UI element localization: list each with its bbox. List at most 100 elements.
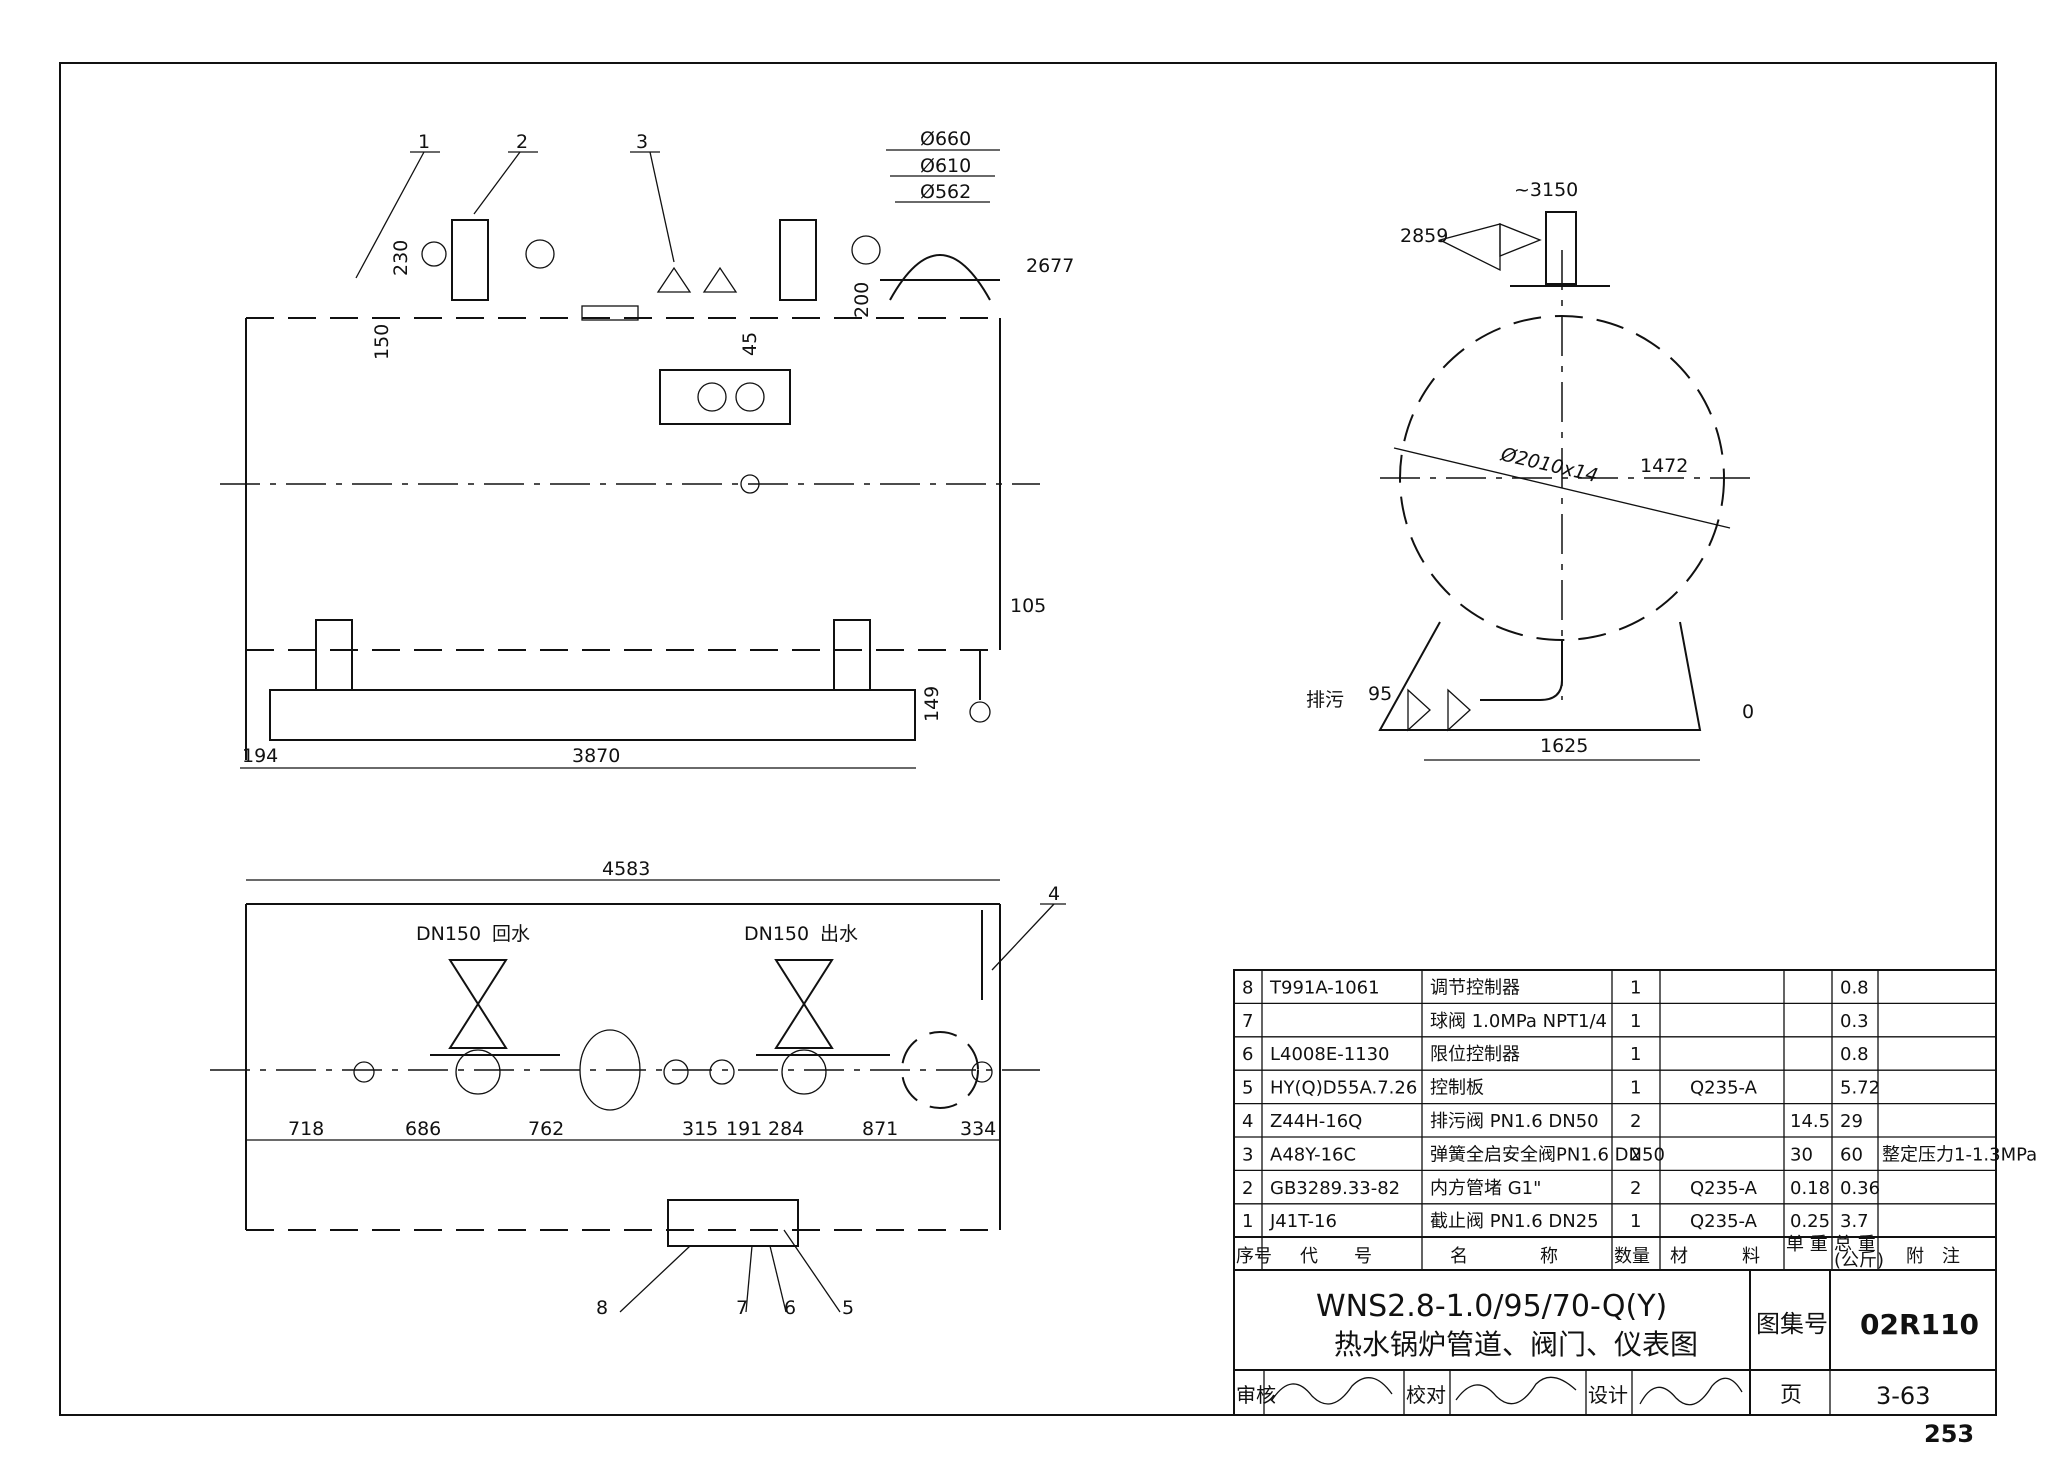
dim-871: 871 bbox=[862, 1118, 898, 1140]
signature-design bbox=[1639, 1377, 1743, 1406]
bom-cell-total_wt: 0.8 bbox=[1840, 1044, 1869, 1065]
dim-1625: 1625 bbox=[1540, 735, 1588, 757]
dim-phi562: Ø562 bbox=[920, 181, 971, 203]
drawing-model: WNS2.8-1.0/95/70-Q(Y) bbox=[1316, 1289, 1667, 1324]
bom-cell-no: 4 bbox=[1242, 1111, 1253, 1132]
bom-cell-total_wt: 0.36 bbox=[1840, 1178, 1880, 1199]
bom-cell-code: A48Y-16C bbox=[1270, 1144, 1356, 1165]
signature-review bbox=[1271, 1377, 1393, 1405]
page-label: 页 bbox=[1780, 1383, 1802, 1408]
balloon-7: 7 bbox=[736, 1297, 748, 1319]
bom-cell-name: 球阀 1.0MPa NPT1/4 bbox=[1430, 1011, 1607, 1032]
review-label: 审核 bbox=[1236, 1383, 1276, 1407]
bom-cell-no: 3 bbox=[1242, 1144, 1253, 1165]
bom-cell-code: Z44H-16Q bbox=[1270, 1111, 1362, 1132]
bom-cell-material: Q235-A bbox=[1690, 1178, 1758, 1199]
return-valve-icon bbox=[448, 959, 508, 1006]
dim-phi610: Ø610 bbox=[920, 155, 971, 177]
balloon-3: 3 bbox=[636, 131, 648, 153]
dim-686: 686 bbox=[405, 1118, 441, 1140]
side-elevation: ~3150 2859 Ø2010x14 1472 95 0 1625 排污 bbox=[1306, 179, 1760, 761]
bom-cell-total_wt: 29 bbox=[1840, 1111, 1863, 1132]
pipe-supply-size: DN150 bbox=[744, 923, 809, 945]
bom-cell-qty: 2 bbox=[1630, 1144, 1641, 1165]
dim-149: 149 bbox=[921, 686, 943, 722]
bom-cell-qty: 1 bbox=[1630, 1078, 1641, 1099]
pressure-gauge-icon bbox=[851, 235, 881, 265]
design-label: 设计 bbox=[1588, 1383, 1628, 1407]
dim-230: 230 bbox=[390, 240, 412, 276]
drain-label: 排污 bbox=[1306, 689, 1344, 711]
bom-cell-total_wt: 5.72 bbox=[1840, 1078, 1880, 1099]
dim-4583: 4583 bbox=[602, 858, 650, 880]
dim-2677: 2677 bbox=[1026, 255, 1074, 277]
dim-phi660: Ø660 bbox=[920, 128, 971, 150]
balloon-6: 6 bbox=[784, 1297, 796, 1319]
dim-315: 315 bbox=[682, 1118, 718, 1140]
bom-cell-total_wt: 3.7 bbox=[1840, 1211, 1869, 1232]
bom-cell-no: 7 bbox=[1242, 1011, 1253, 1032]
bom-header-name: 名 称 bbox=[1450, 1246, 1558, 1267]
bom-cell-total_wt: 60 bbox=[1840, 1144, 1863, 1165]
plan-view: 4583 718 686 762 315 191 284 871 334 DN1… bbox=[210, 858, 1066, 1319]
page-number: 3-63 bbox=[1876, 1382, 1930, 1410]
dim-2859: 2859 bbox=[1400, 225, 1448, 247]
balloon-8: 8 bbox=[596, 1297, 608, 1319]
manhole-dome bbox=[889, 254, 991, 301]
title-block: WNS2.8-1.0/95/70-Q(Y) 热水锅炉管道、阀门、仪表图 图集号 … bbox=[1233, 1269, 1997, 1416]
pipe-return-label: 回水 bbox=[492, 923, 530, 945]
balloon-5: 5 bbox=[842, 1297, 854, 1319]
dim-3150: ~3150 bbox=[1514, 179, 1578, 201]
valve-2-body bbox=[451, 219, 489, 301]
dim-phi2010x14: Ø2010x14 bbox=[1498, 443, 1600, 487]
bom-cell-qty: 2 bbox=[1630, 1178, 1641, 1199]
supply-valve-icon bbox=[774, 959, 834, 1006]
bom-cell-name: 控制板 bbox=[1430, 1078, 1484, 1099]
dim-105: 105 bbox=[1010, 595, 1046, 617]
bom-header-total-wt: 总 重 bbox=[1834, 1234, 1876, 1255]
dim-3870: 3870 bbox=[572, 745, 620, 767]
front-elevation: 230 150 45 200 Ø660 Ø610 Ø562 2677 105 1… bbox=[220, 128, 1074, 769]
dim-284: 284 bbox=[768, 1118, 804, 1140]
bom-cell-no: 2 bbox=[1242, 1178, 1253, 1199]
dim-0: 0 bbox=[1742, 701, 1754, 723]
dim-762: 762 bbox=[528, 1118, 564, 1140]
bom-cell-unit_wt: 14.5 bbox=[1790, 1111, 1830, 1132]
bom-cell-qty: 1 bbox=[1630, 1044, 1641, 1065]
dim-718: 718 bbox=[288, 1118, 324, 1140]
drawing-title: 热水锅炉管道、阀门、仪表图 bbox=[1334, 1328, 1698, 1361]
bom-cell-material: Q235-A bbox=[1690, 1078, 1758, 1099]
control-panel-box bbox=[659, 369, 791, 425]
bom-header-unit-wt: 单 重 bbox=[1786, 1234, 1828, 1255]
bom-cell-qty: 2 bbox=[1630, 1111, 1641, 1132]
pipe-supply-label: 出水 bbox=[820, 923, 858, 945]
bom-cell-qty: 1 bbox=[1630, 1211, 1641, 1232]
sheet-number: 253 bbox=[1924, 1420, 1974, 1448]
dim-1472: 1472 bbox=[1640, 455, 1688, 477]
bom-cell-name: 调节控制器 bbox=[1430, 977, 1520, 998]
dim-95: 95 bbox=[1368, 683, 1392, 705]
bom-cell-code: HY(Q)D55A.7.26 bbox=[1270, 1078, 1417, 1099]
bom-cell-unit_wt: 0.25 bbox=[1790, 1211, 1830, 1232]
bom-cell-name: 限位控制器 bbox=[1430, 1044, 1520, 1065]
pipe-return-size: DN150 bbox=[416, 923, 481, 945]
bom-cell-code: L4008E-1130 bbox=[1270, 1044, 1390, 1065]
safety-valve-icon bbox=[702, 266, 738, 293]
bom-cell-name: 截止阀 PN1.6 DN25 bbox=[1430, 1211, 1599, 1232]
bom-header-no: 序号 bbox=[1236, 1246, 1272, 1267]
bom-cell-name: 弹簧全启安全阀PN1.6 DN50 bbox=[1430, 1144, 1665, 1165]
pressure-gauge-icon bbox=[525, 239, 555, 269]
bom-cell-unit_wt: 30 bbox=[1790, 1144, 1813, 1165]
bom-cell-qty: 1 bbox=[1630, 1011, 1641, 1032]
dim-194: 194 bbox=[242, 745, 278, 767]
bom-cell-code: T991A-1061 bbox=[1269, 977, 1380, 998]
balloon-4: 4 bbox=[1048, 883, 1060, 905]
sheet-border bbox=[59, 62, 1997, 1416]
bom-cell-name: 排污阀 PN1.6 DN50 bbox=[1430, 1111, 1599, 1132]
bom-cell-no: 6 bbox=[1242, 1044, 1253, 1065]
bom-header-wt-unit: (公斤) bbox=[1834, 1250, 1884, 1271]
bom-cell-unit_wt: 0.18 bbox=[1790, 1178, 1830, 1199]
atlas-label: 图集号 bbox=[1756, 1310, 1828, 1338]
